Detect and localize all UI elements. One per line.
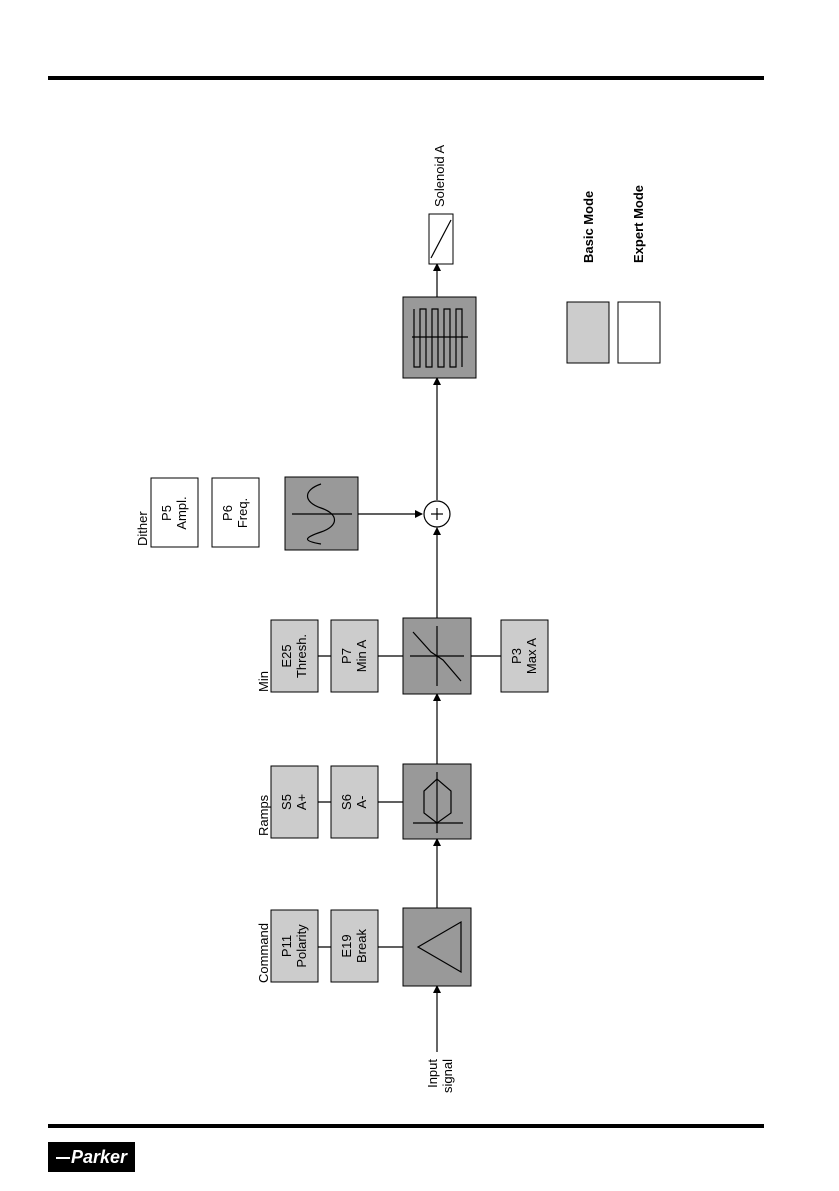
param-p6-code: P6 [220, 505, 235, 521]
legend: Basic Mode Expert Mode [567, 185, 660, 363]
param-s5-name: A+ [294, 794, 309, 810]
logo-text: Parker [71, 1147, 127, 1167]
param-p11-code: P11 [279, 935, 294, 957]
param-p3-name: Max A [524, 638, 539, 674]
logo-dash-icon [56, 1157, 70, 1159]
param-p7-name: Min A [354, 639, 369, 672]
summing-junction [424, 501, 450, 527]
input-label: Input signal [425, 1059, 455, 1093]
pwm-group [403, 297, 476, 378]
param-s5-code: S5 [279, 794, 294, 810]
param-p6-name: Freq. [235, 498, 250, 528]
param-e19-code: E19 [339, 934, 354, 957]
input-label-line1: Input [425, 1059, 440, 1088]
param-e19-name: Break [354, 929, 369, 963]
param-p11-name: Polarity [294, 924, 309, 968]
param-p3-code: P3 [509, 648, 524, 664]
param-p7-code: P7 [339, 648, 354, 664]
param-s6-code: S6 [339, 794, 354, 810]
param-e25-name: Thresh. [294, 634, 309, 678]
legend-basic-swatch [567, 302, 609, 363]
group-label-dither: Dither [135, 511, 150, 546]
solenoid-label: Solenoid A [432, 145, 447, 207]
group-command: Command P11 Polarity E19 Break [256, 908, 471, 986]
group-ramps: Ramps S5 A+ S6 A- [256, 764, 471, 839]
group-label-ramps: Ramps [256, 794, 271, 836]
solenoid-group: Solenoid A [429, 145, 453, 264]
group-dither: Dither P5 Ampl. P6 Freq. [135, 477, 358, 550]
param-s6-name: A- [354, 796, 369, 809]
param-p5-code: P5 [159, 505, 174, 521]
param-e25-code: E25 [279, 644, 294, 667]
legend-expert-label: Expert Mode [631, 185, 646, 263]
legend-basic-label: Basic Mode [581, 191, 596, 263]
group-label-min: Min [256, 671, 271, 692]
group-label-command: Command [256, 923, 271, 983]
param-p5-name: Ampl. [174, 496, 189, 529]
input-label-line2: signal [440, 1059, 455, 1093]
legend-expert-swatch [618, 302, 660, 363]
parker-logo: Parker [48, 1142, 135, 1172]
